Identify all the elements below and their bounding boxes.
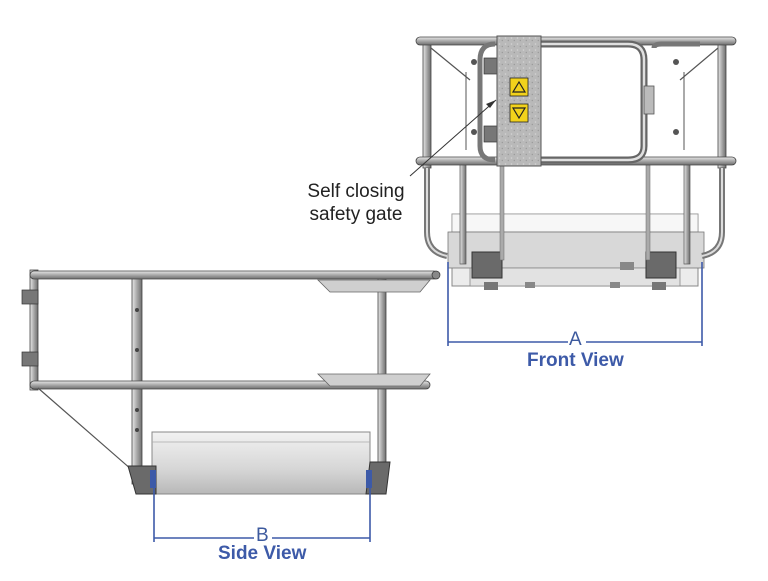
dimension-b-letter: B (256, 525, 269, 546)
callout-line-1: Self closing (307, 181, 405, 202)
gate-callout-label: Self closing safety gate (300, 180, 412, 226)
callout-line-2: safety gate (309, 204, 403, 225)
front-left-clamp (471, 251, 503, 279)
dimension-a-letter: A (569, 329, 582, 350)
side-view-drawing (21, 269, 441, 542)
safety-gate-panel (496, 35, 542, 167)
side-top-rail (29, 270, 439, 280)
front-view-label: Front View (527, 350, 624, 371)
callout-leader (409, 99, 497, 177)
warning-label-top (509, 77, 529, 97)
dimension-b (153, 478, 371, 542)
front-right-clamp (645, 251, 677, 279)
side-drum (151, 431, 371, 495)
side-left-clamp (127, 465, 157, 495)
warning-triangle-inverted-icon (511, 107, 527, 120)
side-center-post (131, 273, 143, 485)
side-view-label: Side View (218, 543, 307, 564)
warning-label-bottom (509, 103, 529, 123)
front-view-drawing (415, 35, 737, 346)
warning-triangle-icon (511, 80, 527, 93)
dimension-a (447, 262, 703, 346)
